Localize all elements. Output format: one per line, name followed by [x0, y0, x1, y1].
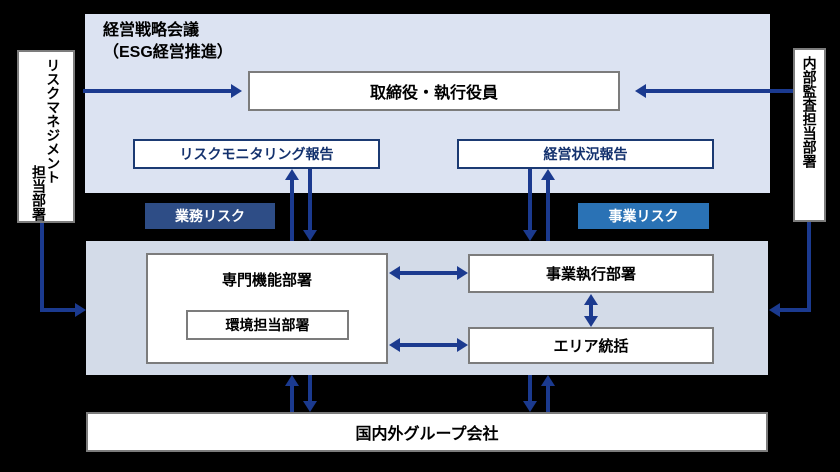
- arrow-group-to-functional-line: [290, 386, 294, 412]
- arrow-exec-area-head-down: [584, 316, 598, 327]
- arrow-exec-area-head-up: [584, 294, 598, 305]
- internal-audit-dept-label: 内部監査担当部署: [801, 56, 818, 168]
- functional-dept-label: 専門機能部署: [221, 272, 312, 289]
- arrow-risk-mgmt-to-board-head: [231, 84, 242, 98]
- risk-management-dept-label-col1: リスクマネジメント: [45, 58, 62, 184]
- arrow-risk-report-to-ops-line: [308, 169, 312, 230]
- panel-title-line1: 経営戦略会議: [103, 22, 200, 39]
- arrow-audit-to-ops-vline: [807, 222, 811, 312]
- panel-title: 経営戦略会議 （ESG経営推進）: [103, 20, 333, 63]
- arrow-risk-mgmt-to-board-line: [83, 89, 231, 93]
- group-companies-box[interactable]: 国内外グループ会社: [86, 412, 768, 452]
- arrow-group-to-functional-head: [285, 375, 299, 386]
- arrow-ops-to-risk-report-line: [290, 180, 294, 241]
- arrow-area-to-group-head: [523, 401, 537, 412]
- arrow-group-to-area-head: [541, 375, 555, 386]
- arrow-ops-to-mgmt-report-line: [546, 180, 550, 241]
- arrow-audit-to-ops-hline: [780, 308, 811, 312]
- functional-dept-box[interactable]: 専門機能部署 環境担当部署: [146, 253, 388, 364]
- business-risk-badge: 事業リスク: [578, 203, 709, 229]
- arrow-audit-to-board-line: [646, 89, 793, 93]
- operational-risk-badge: 業務リスク: [145, 203, 275, 229]
- arrow-functional-area-line: [396, 343, 460, 347]
- arrow-functional-exec-head-right: [457, 266, 468, 280]
- arrow-audit-to-board-head: [635, 84, 646, 98]
- arrow-area-to-group-line: [528, 375, 532, 401]
- business-exec-dept-box[interactable]: 事業執行部署: [468, 254, 714, 293]
- arrow-functional-to-group-line: [308, 375, 312, 401]
- arrow-ops-to-risk-report-head: [285, 169, 299, 180]
- management-status-report-box[interactable]: 経営状況報告: [457, 139, 714, 169]
- area-control-box[interactable]: エリア統括: [468, 327, 714, 364]
- arrow-functional-exec-line: [396, 271, 460, 275]
- arrow-risk-mgmt-to-ops-vline: [40, 223, 44, 312]
- risk-monitoring-report-box[interactable]: リスクモニタリング報告: [133, 139, 380, 169]
- arrow-ops-to-mgmt-report-head: [541, 169, 555, 180]
- risk-management-dept-label-col2: 担当部署: [31, 165, 47, 221]
- arrow-functional-area-head-right: [457, 338, 468, 352]
- arrow-functional-area-head-left: [389, 338, 400, 352]
- arrow-functional-exec-head-left: [389, 266, 400, 280]
- risk-management-dept-box[interactable]: リスクマネジメント 担当部署: [17, 50, 75, 223]
- arrow-mgmt-report-to-ops-head: [523, 230, 537, 241]
- arrow-risk-report-to-ops-head: [303, 230, 317, 241]
- environment-dept-box[interactable]: 環境担当部署: [186, 310, 349, 340]
- arrow-exec-area-line: [589, 300, 593, 322]
- board-of-directors-box[interactable]: 取締役・執行役員: [248, 71, 620, 111]
- panel-title-line2: （ESG経営推進）: [103, 43, 233, 61]
- arrow-mgmt-report-to-ops-line: [528, 169, 532, 230]
- arrow-functional-to-group-head: [303, 401, 317, 412]
- arrow-audit-to-ops-head: [769, 303, 780, 317]
- internal-audit-dept-box[interactable]: 内部監査担当部署: [793, 48, 826, 222]
- arrow-risk-mgmt-to-ops-hline: [40, 308, 75, 312]
- arrow-risk-mgmt-to-ops-head: [75, 303, 86, 317]
- arrow-group-to-area-line: [546, 386, 550, 412]
